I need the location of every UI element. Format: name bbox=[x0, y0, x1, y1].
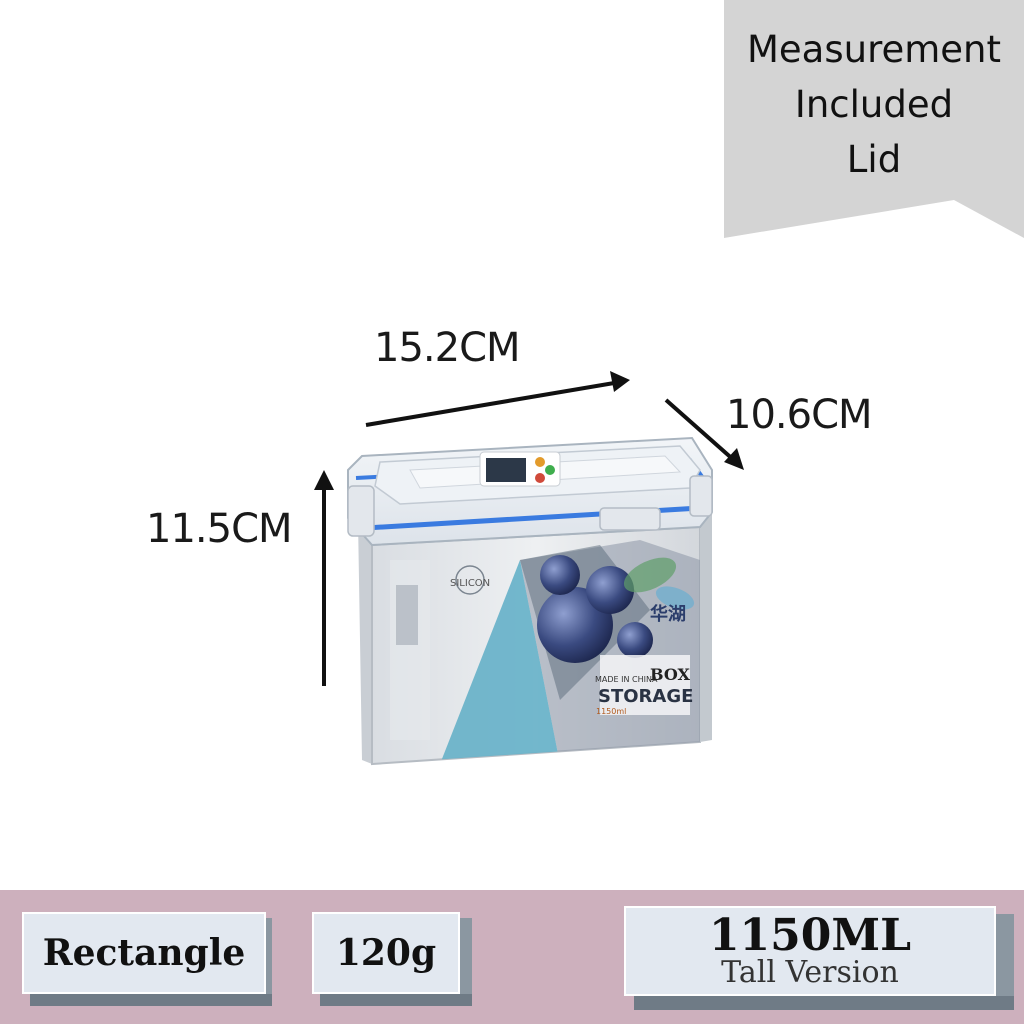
banner-line-3: Lid bbox=[846, 138, 902, 181]
shape-block: Rectangle bbox=[22, 912, 272, 1010]
qr-code-graphic bbox=[396, 585, 418, 645]
banner-line-2: Included bbox=[794, 83, 954, 126]
container-body bbox=[354, 500, 712, 766]
volume-block: 1150ML Tall Version bbox=[624, 906, 1014, 1016]
label-brand: 华湖 bbox=[650, 603, 686, 625]
label-silicon: SILICON bbox=[450, 578, 490, 589]
banner-line-1: Measurement bbox=[746, 28, 1001, 71]
arrow-width bbox=[664, 398, 738, 464]
height-label: 11.5CM bbox=[146, 506, 293, 552]
label-made-in: MADE IN CHINA bbox=[595, 675, 658, 684]
dimension-arrows bbox=[322, 380, 738, 686]
volume-label: 1150ML bbox=[708, 910, 912, 961]
info-banner: Measurement Included Lid bbox=[724, 0, 1024, 240]
container-lid bbox=[347, 436, 713, 547]
label-box: BOX bbox=[650, 665, 690, 684]
weight-block: 120g bbox=[312, 912, 472, 1010]
product-label: SILICON 华湖 MADE IN CHINA BOX STORAGE 115… bbox=[450, 578, 693, 716]
version-label: Tall Version bbox=[721, 955, 899, 990]
weight-label: 120g bbox=[312, 912, 460, 994]
banner-shape bbox=[724, 0, 1024, 238]
lid-clip-left bbox=[347, 485, 375, 537]
shape-label: Rectangle bbox=[22, 912, 266, 994]
lid-clip-right bbox=[689, 475, 713, 517]
lid-clip-front bbox=[599, 507, 661, 531]
arrow-length bbox=[365, 380, 621, 427]
product-photo: SILICON 华湖 MADE IN CHINA BOX STORAGE 115… bbox=[314, 371, 744, 766]
width-label: 10.6CM bbox=[726, 392, 873, 438]
label-capacity: 1150ml bbox=[596, 707, 626, 716]
arrow-heads bbox=[314, 371, 744, 490]
length-label: 15.2CM bbox=[374, 325, 521, 371]
label-storage: STORAGE bbox=[598, 686, 693, 707]
banner-text: Measurement Included Lid bbox=[724, 22, 1024, 187]
